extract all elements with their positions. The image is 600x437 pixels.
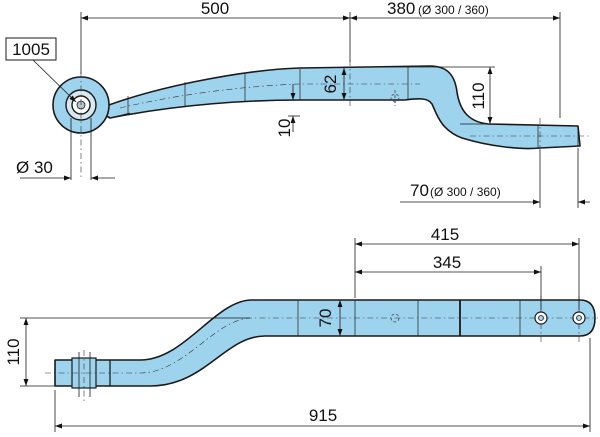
plan-view: 415 345 70 110 915 bbox=[4, 225, 598, 432]
dim-345: 345 bbox=[433, 253, 461, 272]
side-view: 500 380 (Ø 300 / 360) 62 110 10 Ø 30 70 … bbox=[5, 0, 590, 208]
dim-110-plan: 110 bbox=[4, 338, 23, 365]
dim-70-top: 70 bbox=[410, 181, 429, 200]
dim-500: 500 bbox=[201, 0, 229, 18]
dim-915: 915 bbox=[309, 406, 337, 425]
spring-leaf-side bbox=[95, 65, 581, 150]
dim-eye-diameter: Ø 30 bbox=[16, 158, 53, 177]
dim-110-top: 110 bbox=[469, 82, 488, 109]
part-number: 1005 bbox=[12, 40, 50, 59]
dim-380: 380 bbox=[387, 0, 415, 18]
bolt-hole-2-inner bbox=[576, 315, 582, 321]
dim-62: 62 bbox=[321, 75, 340, 94]
dim-70-plan: 70 bbox=[316, 309, 335, 328]
bolt-hole-1-inner bbox=[538, 315, 544, 321]
center-bolt-hole-plan bbox=[390, 313, 400, 323]
dim-10: 10 bbox=[275, 119, 294, 138]
part-number-box bbox=[5, 37, 57, 61]
dim-415: 415 bbox=[431, 225, 459, 244]
dim-70-note: (Ø 300 / 360) bbox=[430, 185, 501, 199]
dim-380-note: (Ø 300 / 360) bbox=[418, 3, 489, 17]
